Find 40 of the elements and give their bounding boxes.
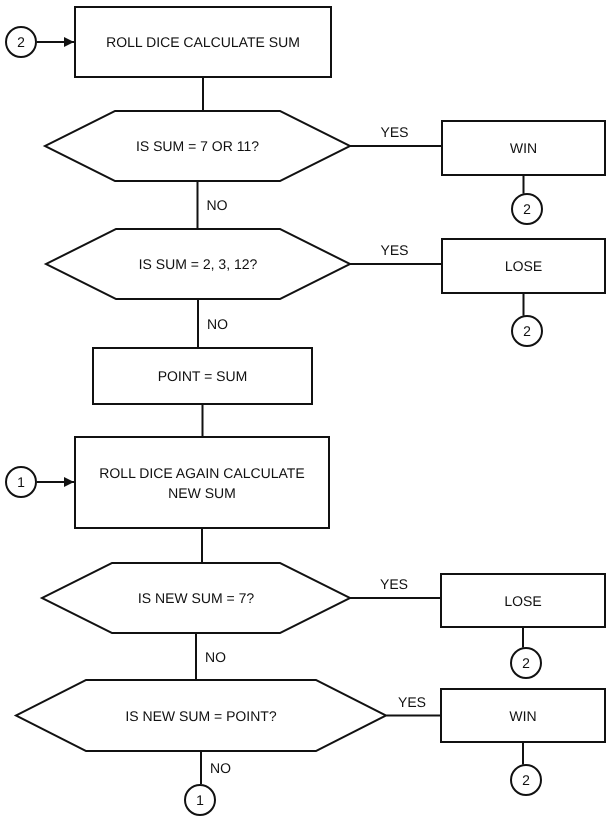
edge-label: YES bbox=[379, 576, 410, 592]
process-box: WIN bbox=[441, 120, 606, 176]
connector-line bbox=[200, 752, 202, 784]
connector-circle: 1 bbox=[5, 466, 37, 498]
connector-line bbox=[350, 145, 441, 147]
connector-line bbox=[196, 182, 198, 228]
process-box: LOSE bbox=[441, 238, 606, 294]
connector-circle: 2 bbox=[511, 193, 543, 225]
process-box: WIN bbox=[440, 688, 606, 743]
edge-label: YES bbox=[380, 124, 410, 140]
connector-line bbox=[202, 405, 204, 436]
connector-line bbox=[386, 714, 440, 716]
arrow bbox=[37, 477, 74, 487]
decision-text: IS NEW SUM = 7? bbox=[136, 589, 256, 608]
connector-line bbox=[197, 300, 199, 347]
connector-circle: 2 bbox=[5, 26, 37, 58]
edge-label: NO bbox=[209, 760, 232, 776]
connector-line bbox=[522, 176, 524, 194]
connector-line bbox=[350, 263, 441, 265]
connector-line bbox=[195, 634, 197, 679]
edge-label: YES bbox=[380, 242, 410, 258]
connector-circle: 1 bbox=[184, 784, 216, 816]
connector-line bbox=[522, 294, 524, 316]
decision-text: IS SUM = 2, 3, 12? bbox=[138, 255, 258, 274]
arrow bbox=[37, 37, 74, 47]
decision-text: IS SUM = 7 OR 11? bbox=[134, 137, 260, 156]
connector-line bbox=[522, 628, 524, 648]
process-box: ROLL DICE CALCULATE SUM bbox=[74, 6, 332, 78]
process-box: LOSE bbox=[440, 573, 606, 628]
connector-circle: 2 bbox=[510, 764, 542, 796]
connector-line bbox=[201, 529, 203, 562]
edge-label: NO bbox=[206, 197, 228, 213]
process-box: POINT = SUM bbox=[92, 347, 313, 405]
connector-line bbox=[522, 743, 524, 764]
decision-text: IS NEW SUM = POINT? bbox=[124, 706, 278, 726]
connector-line bbox=[202, 78, 204, 110]
connector-line bbox=[350, 597, 440, 599]
connector-circle: 2 bbox=[511, 315, 543, 347]
connector-circle: 2 bbox=[510, 647, 542, 679]
process-box: ROLL DICE AGAIN CALCULATE NEW SUM bbox=[74, 436, 330, 529]
